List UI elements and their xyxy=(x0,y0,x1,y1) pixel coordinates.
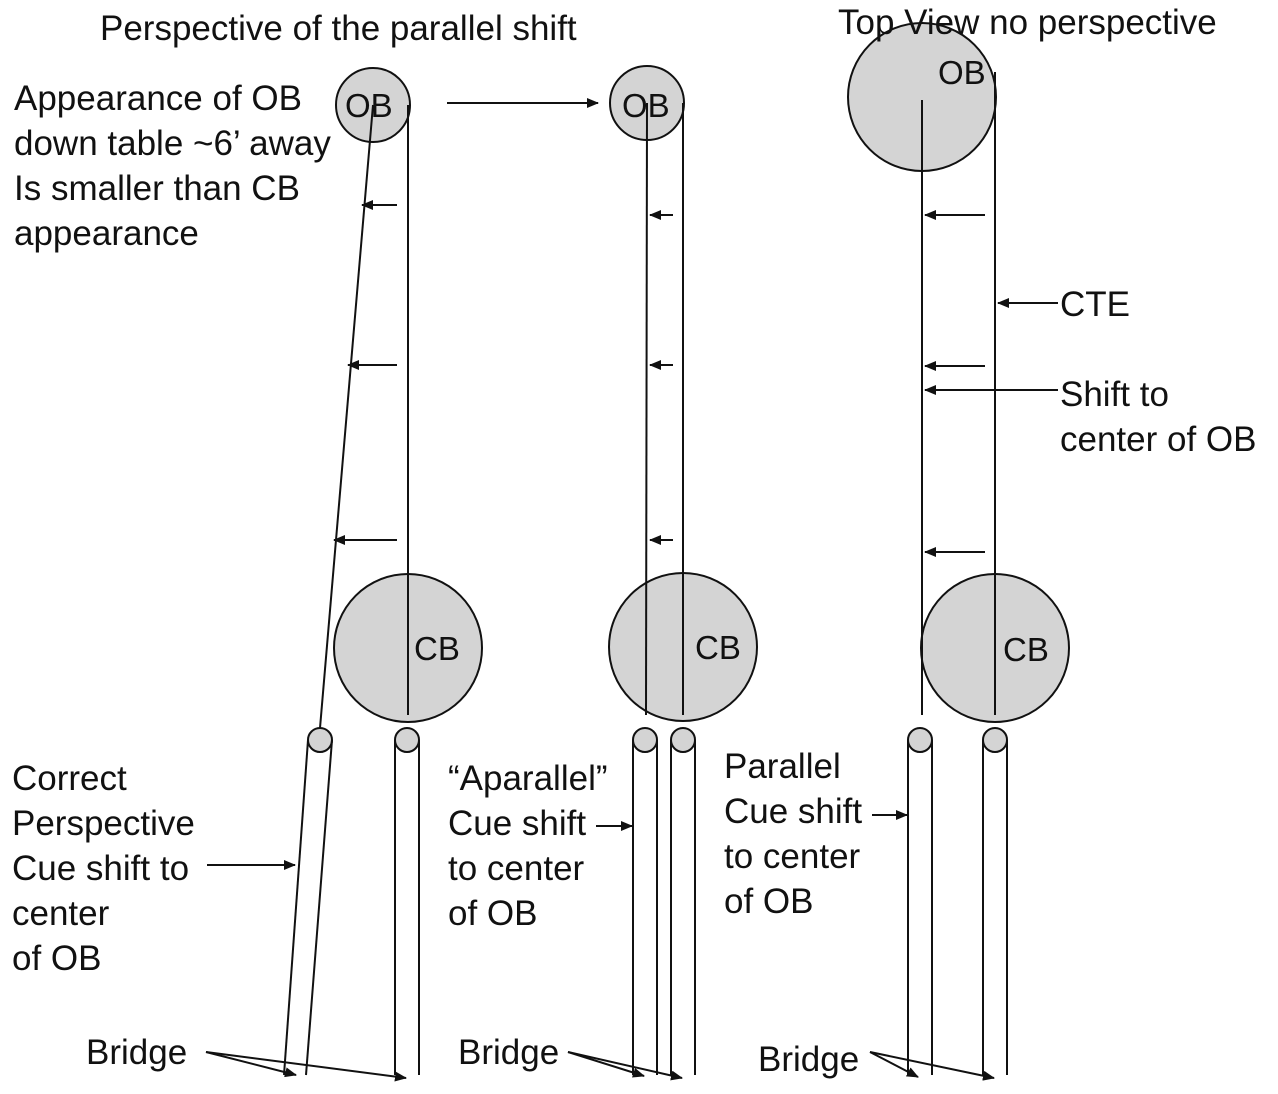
bridge-arrow xyxy=(205,1051,407,1082)
note-line: appearance xyxy=(14,214,199,253)
object-ball-label: OB xyxy=(622,87,670,124)
bridge-arrow xyxy=(869,1051,919,1078)
bridge-label: Bridge xyxy=(458,1033,560,1072)
note-line: Perspective xyxy=(12,804,195,843)
bridge-label: Bridge xyxy=(86,1033,188,1072)
note-line: Cue shift xyxy=(448,804,587,843)
note-line: Correct xyxy=(12,759,127,798)
note-line: to center xyxy=(724,837,861,876)
note-line: of OB xyxy=(448,894,538,933)
cue-tip xyxy=(394,727,420,753)
bridge-arrow xyxy=(567,1051,645,1078)
panel-aparallel: OB CB xyxy=(567,65,758,1081)
note-line: Parallel xyxy=(724,747,841,786)
bridge-arrow xyxy=(567,1051,683,1081)
cue-stick-edge xyxy=(283,739,309,1076)
title-top-view: Top View no perspective xyxy=(838,3,1217,42)
note-line: Cue shift to xyxy=(12,849,190,888)
note-line: Appearance of OB xyxy=(14,79,302,118)
object-ball-label: OB xyxy=(345,87,393,124)
note-line: of OB xyxy=(724,882,814,921)
panel-perspective: OB CB xyxy=(205,67,599,1082)
cue-tip xyxy=(307,727,333,753)
cte-label: CTE xyxy=(1060,285,1130,324)
note-line: center xyxy=(12,894,110,933)
cue-ball-label: CB xyxy=(695,629,741,666)
bridge-label: Bridge xyxy=(758,1040,860,1079)
note-line: of OB xyxy=(12,939,102,978)
aim-line xyxy=(645,102,648,716)
cue-tip xyxy=(670,727,696,753)
note-line: Cue shift xyxy=(724,792,863,831)
cue-tip xyxy=(907,727,933,753)
note-line: down table ~6’ away xyxy=(14,124,331,163)
note-line: “Aparallel” xyxy=(448,759,608,798)
object-ball-label: OB xyxy=(938,54,986,91)
cue-stick-edge xyxy=(305,739,333,1076)
cue-ball-label: CB xyxy=(414,630,460,667)
note-line: Shift to xyxy=(1060,375,1169,414)
cue-tip xyxy=(632,727,658,753)
note-line: to center xyxy=(448,849,585,888)
title-perspective: Perspective of the parallel shift xyxy=(100,9,577,48)
panel-top-view: OB CB xyxy=(847,22,1070,1081)
note-line: Is smaller than CB xyxy=(14,169,300,208)
bridge-arrow xyxy=(869,1051,995,1081)
cue-ball-label: CB xyxy=(1003,631,1049,668)
cue-tip xyxy=(982,727,1008,753)
note-line: center of OB xyxy=(1060,420,1257,459)
bridge-arrow xyxy=(205,1051,297,1078)
